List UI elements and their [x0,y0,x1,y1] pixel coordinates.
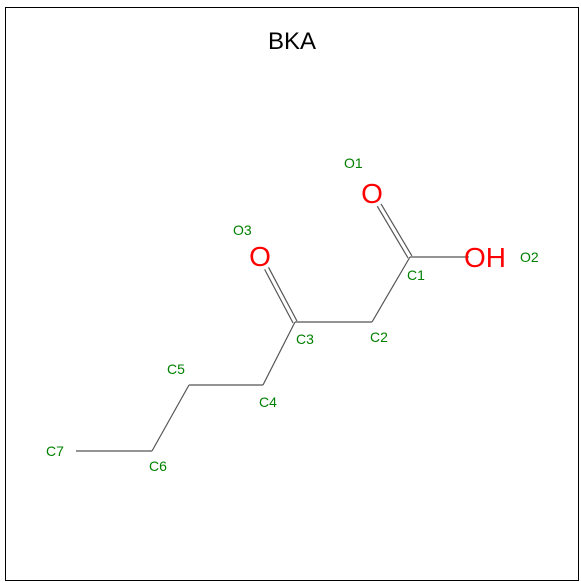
atom-label-c4: C4 [259,394,277,410]
atom-label-c6: C6 [149,458,167,474]
bond-c3-o3-a [267,267,298,322]
bond-c4-c3 [262,321,296,386]
bond-c2-c1 [371,256,411,323]
atom-label-c7: C7 [46,443,64,459]
atom-label-o3: O3 [233,222,252,238]
molecule-title: BKA [267,28,317,55]
atom-label-c2: C2 [370,329,388,345]
atom-label-c5: C5 [167,361,185,377]
bond-c1-o1-b [376,205,409,259]
atom-label-c1: C1 [407,267,425,283]
atom-label-o1: O1 [344,155,363,171]
element-symbol-o1: O [361,178,383,209]
bond-c6-c5 [151,384,190,452]
bond-c1-o1-a [380,203,413,257]
atom-label-c3: C3 [296,331,314,347]
bond-c3-o3-b [264,269,294,324]
element-symbol-o3: O [249,241,271,272]
atom-label-o2: O2 [520,249,539,265]
element-symbol-o2: OH [464,242,506,273]
